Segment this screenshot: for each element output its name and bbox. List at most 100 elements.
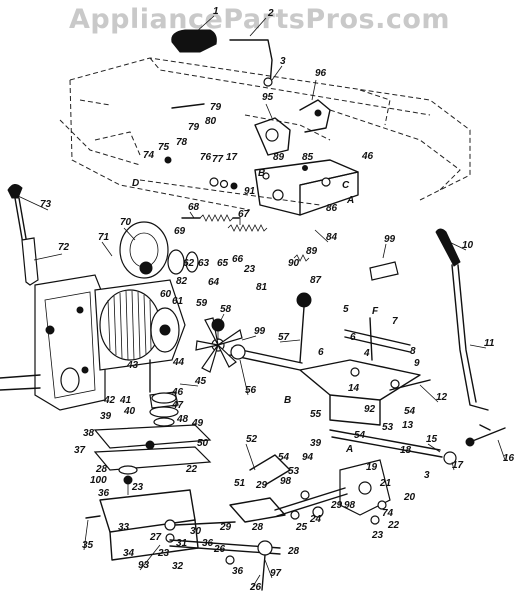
part-label-50: 50 xyxy=(197,438,209,449)
part-label-49: 49 xyxy=(191,418,204,429)
part-label-90: 90 xyxy=(288,258,300,269)
part-label-29: 29 xyxy=(219,522,232,533)
part-label-46: 46 xyxy=(171,387,184,398)
part-label-44: 44 xyxy=(172,357,185,368)
part-label-55: 55 xyxy=(310,409,322,420)
part-label-81: 81 xyxy=(256,282,268,293)
part-label-66: 66 xyxy=(232,254,244,265)
part-label-74: 74 xyxy=(143,150,155,161)
part-label-4: 4 xyxy=(363,348,370,359)
part-label-3: 3 xyxy=(424,470,430,481)
part-label-53: 53 xyxy=(288,466,300,477)
part-label-16: 16 xyxy=(503,453,515,464)
part-label-2: 2 xyxy=(267,8,274,19)
transaxle-housing xyxy=(0,274,106,411)
part-label-89: 89 xyxy=(273,152,285,163)
part-label-35: 35 xyxy=(82,540,94,551)
springs xyxy=(181,214,310,262)
part-label-29: 29 xyxy=(330,500,343,511)
part-label-17: 17 xyxy=(226,152,238,163)
part-label-23: 23 xyxy=(243,264,256,275)
part-label-22: 22 xyxy=(387,520,400,531)
part-label-71: 71 xyxy=(98,232,110,243)
part-label-76: 76 xyxy=(200,152,212,163)
part-label-95: 95 xyxy=(262,92,274,103)
part-label-24: 24 xyxy=(309,514,322,525)
part-label-6: 6 xyxy=(318,347,324,358)
part-label-58: 58 xyxy=(220,304,232,315)
part-label-43: 43 xyxy=(126,360,139,371)
part-label-34: 34 xyxy=(123,548,135,559)
part-label-28: 28 xyxy=(251,522,264,533)
part-label-D: D xyxy=(132,178,139,189)
part-label-97: 97 xyxy=(270,568,282,579)
part-label-68: 68 xyxy=(188,202,200,213)
pivot-bracket xyxy=(254,99,331,156)
part-label-A: A xyxy=(346,195,354,206)
part-label-28: 28 xyxy=(287,546,300,557)
part-label-30: 30 xyxy=(190,526,202,537)
part-label-33: 33 xyxy=(118,522,130,533)
part-label-87: 87 xyxy=(310,275,322,286)
part-label-42: 42 xyxy=(103,395,116,406)
part-label-17: 17 xyxy=(452,460,464,471)
part-label-77: 77 xyxy=(212,154,224,165)
part-label-89: 89 xyxy=(306,246,318,257)
part-label-31: 31 xyxy=(176,538,188,549)
part-label-85: 85 xyxy=(302,152,314,163)
part-label-20: 20 xyxy=(403,492,416,503)
main-control-lever xyxy=(435,228,491,431)
part-label-36: 36 xyxy=(98,488,110,499)
part-label-23: 23 xyxy=(157,548,170,559)
part-label-51: 51 xyxy=(234,478,246,489)
part-label-56: 56 xyxy=(245,385,257,396)
drive-motor xyxy=(94,279,186,371)
part-label-3: 3 xyxy=(280,56,286,67)
part-label-10: 10 xyxy=(462,240,474,251)
part-label-11: 11 xyxy=(484,338,495,349)
shift-lever-left xyxy=(7,184,39,286)
mounting-bracket xyxy=(254,159,359,216)
part-label-67: 67 xyxy=(238,209,250,220)
part-label-22: 22 xyxy=(185,464,198,475)
part-label-B: B xyxy=(284,395,291,406)
part-label-F: F xyxy=(372,306,379,317)
part-label-39: 39 xyxy=(310,438,322,449)
part-label-36: 36 xyxy=(202,538,214,549)
part-label-28: 28 xyxy=(95,464,108,475)
part-label-73: 73 xyxy=(40,199,52,210)
part-label-59: 59 xyxy=(196,298,208,309)
brake-stack xyxy=(93,359,212,495)
part-label-45: 45 xyxy=(194,376,207,387)
part-label-27: 27 xyxy=(149,532,162,543)
part-label-39: 39 xyxy=(100,411,112,422)
part-label-72: 72 xyxy=(58,242,70,253)
part-label-98: 98 xyxy=(280,476,292,487)
part-label-7: 7 xyxy=(392,316,398,327)
part-label-96: 96 xyxy=(315,68,327,79)
part-label-91: 91 xyxy=(244,186,256,197)
part-label-B: B xyxy=(258,168,265,179)
part-label-93: 93 xyxy=(138,560,150,571)
part-label-69: 69 xyxy=(174,226,186,237)
part-label-99: 99 xyxy=(254,326,266,337)
part-label-54: 54 xyxy=(354,430,366,441)
part-label-64: 64 xyxy=(208,277,220,288)
part-label-60: 60 xyxy=(160,289,172,300)
part-label-29: 29 xyxy=(255,480,268,491)
part-label-41: 41 xyxy=(119,395,132,406)
part-label-62: 62 xyxy=(183,258,195,269)
part-label-23: 23 xyxy=(131,482,144,493)
part-label-12: 12 xyxy=(436,392,448,403)
leader-lines xyxy=(17,65,506,589)
part-label-48: 48 xyxy=(176,414,189,425)
part-label-18: 18 xyxy=(400,445,412,456)
part-label-26: 26 xyxy=(249,582,262,593)
part-label-53: 53 xyxy=(382,422,394,433)
part-label-9: 9 xyxy=(414,358,420,369)
part-label-61: 61 xyxy=(172,296,184,307)
part-label-A: A xyxy=(345,444,353,455)
part-label-21: 21 xyxy=(379,478,392,489)
